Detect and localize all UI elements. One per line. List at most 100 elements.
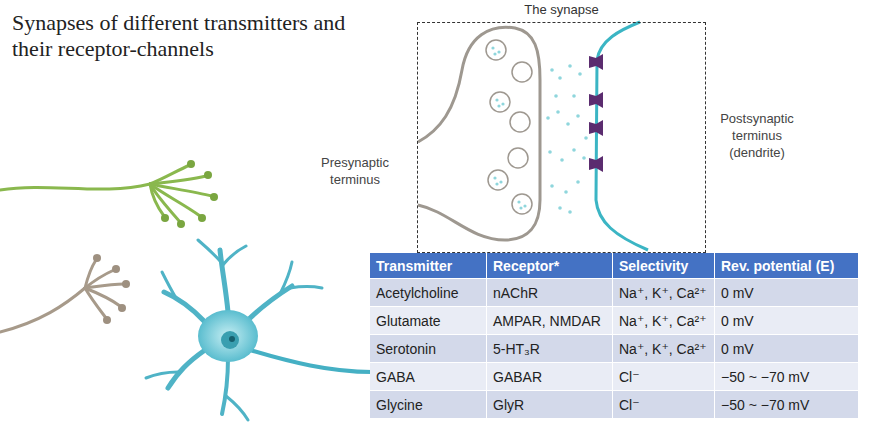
art-part [568,64,572,68]
art-part [85,288,106,318]
art-part [519,206,522,209]
table-cell: Cl⁻ [613,363,715,391]
table-cell: nAChR [487,279,613,307]
table-cell: GABAR [487,363,613,391]
art-part [250,350,372,372]
art-part [572,148,576,152]
art-part [93,254,101,262]
neuron-processes [146,240,372,420]
art-part [564,190,568,194]
art-part [556,110,560,114]
art-part [150,184,180,222]
art-part [122,280,130,288]
art-part [177,220,185,228]
art-part [560,158,564,162]
art-part [510,112,530,132]
art-part [589,54,603,70]
art-part [490,92,510,112]
art-part [491,46,494,49]
table-header-cell: Receptor* [487,253,613,279]
art-part [290,287,322,289]
art-part [517,200,520,203]
table-cell: Na⁺, K⁺, Ca²⁺ [613,335,715,363]
table-header-cell: Selectivity [613,253,715,279]
art-part [112,265,120,273]
art-part [558,76,562,80]
table-cell: Glycine [370,391,487,419]
table-cell: Serotonin [370,335,487,363]
table-header-cell: Transmitter [370,253,487,279]
art-part [150,176,206,184]
art-part [550,184,554,188]
art-part [554,94,558,98]
art-part [523,204,526,207]
art-part [161,214,169,222]
transmitter-dots [546,64,588,214]
receptors [589,54,603,172]
table-cell: Na⁺, K⁺, Ca²⁺ [613,307,715,335]
art-part [103,316,111,324]
frame-heading: The synapse [418,2,705,17]
presynaptic-terminal [418,27,540,240]
art-part [486,40,506,60]
green-axon [0,165,212,222]
presynaptic-label: Presynaptic terminus [314,154,396,188]
art-part [226,396,248,420]
art-part [198,214,206,222]
vesicles [486,40,532,214]
table-cell: GlyR [487,391,613,419]
art-part [499,180,502,183]
art-part [501,102,504,105]
art-part [0,184,150,190]
art-part [548,150,552,154]
art-part [204,171,212,179]
table-cell: Glutamate [370,307,487,335]
art-part [495,182,498,185]
art-part [168,350,205,388]
art-part [497,104,500,107]
art-part [576,114,580,118]
spacer [660,105,704,128]
art-part [589,156,603,172]
table-cell: 0 mV [715,335,858,363]
art-part [162,272,176,298]
table-cell: AMPAR, NMDAR [487,307,613,335]
table-cell: 0 mV [715,279,858,307]
table-header-cell: Rev. potential (E) [715,253,858,279]
art-part [546,116,550,120]
table-cell: 5-HT₃R [487,335,613,363]
art-part [187,160,195,168]
art-part [198,240,221,262]
art-part [495,98,498,101]
vesicle-contents [491,46,526,209]
art-part [497,50,500,53]
art-part [85,284,124,288]
nucleus [221,331,239,349]
art-part [558,206,562,210]
art-part [584,136,588,140]
table-cell: Acetylcholine [370,279,487,307]
art-part [246,286,292,322]
art-part [488,170,508,190]
art-part [568,210,572,214]
art-part [582,156,586,160]
title: Synapses of different transmitters and t… [12,10,367,62]
synapse-frame: The synapse [417,22,706,253]
table-cell: 0 mV [715,307,858,335]
table-cell: Na⁺, K⁺, Ca²⁺ [613,279,715,307]
art-part [589,120,603,136]
art-part [493,52,496,55]
art-part [150,184,164,216]
art-part [576,180,580,184]
art-part [164,292,205,322]
art-part [566,122,570,126]
art-part [578,72,582,76]
neuron-soma [198,310,258,362]
grey-terminals [93,254,130,324]
green-terminals [161,160,218,228]
table-cell: −50 ~ −70 mV [715,391,858,419]
grey-axon [0,260,124,332]
art-part [210,193,218,201]
art-part [512,194,532,214]
